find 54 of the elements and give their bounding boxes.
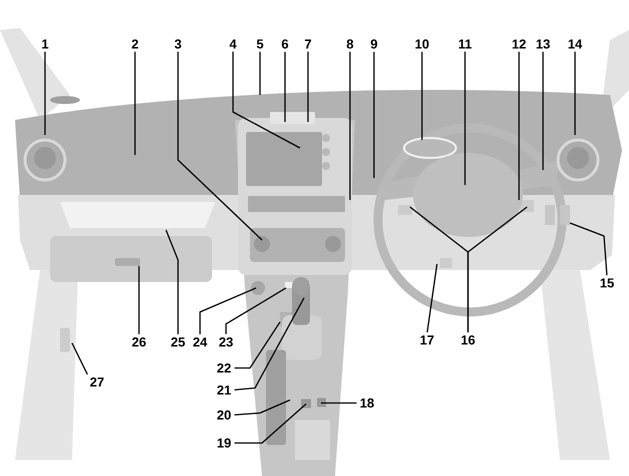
leader-line bbox=[464, 52, 466, 185]
leader-line bbox=[177, 52, 262, 240]
leader-line bbox=[44, 52, 46, 135]
leader-line bbox=[542, 52, 544, 170]
callout-number: 15 bbox=[600, 278, 614, 288]
callout-number: 9 bbox=[370, 39, 378, 49]
leader-line bbox=[234, 404, 306, 444]
leader-line bbox=[284, 52, 286, 122]
callout-number: 5 bbox=[256, 39, 264, 49]
callout-number: 3 bbox=[174, 39, 182, 49]
leader-line bbox=[232, 52, 300, 149]
callout-number: 11 bbox=[458, 40, 472, 48]
leader-line bbox=[421, 52, 423, 140]
leader-line bbox=[199, 287, 256, 334]
callout-number: 2 bbox=[132, 39, 138, 49]
leader-line bbox=[165, 230, 179, 334]
callout-number: 12 bbox=[512, 39, 526, 49]
leader-line bbox=[134, 52, 136, 155]
leader-line bbox=[574, 52, 576, 135]
callout-number: 13 bbox=[536, 39, 550, 49]
callout-number: 10 bbox=[416, 39, 429, 49]
leader-line bbox=[71, 342, 88, 375]
callout-number: 23 bbox=[219, 337, 233, 347]
callout-number: 25 bbox=[171, 337, 185, 347]
leader-line bbox=[321, 402, 357, 404]
callout-number: 26 bbox=[132, 337, 146, 347]
callout-number: 14 bbox=[568, 40, 582, 48]
callout-number: 21 bbox=[217, 385, 231, 395]
callout-number: 18 bbox=[360, 398, 374, 408]
callout-number: 17 bbox=[420, 336, 434, 344]
callout-number: 20 bbox=[217, 410, 231, 420]
callout-number: 6 bbox=[282, 39, 288, 49]
leader-line bbox=[518, 52, 520, 200]
leader-line bbox=[225, 287, 286, 334]
leader-line bbox=[307, 52, 309, 122]
leader-line bbox=[259, 52, 261, 95]
callout-number: 1 bbox=[42, 40, 48, 48]
callout-number: 4 bbox=[230, 40, 237, 48]
callout-number: 27 bbox=[90, 377, 104, 387]
callout-number: 7 bbox=[304, 40, 312, 48]
leader-line bbox=[138, 266, 140, 334]
callout-number: 8 bbox=[346, 39, 354, 49]
leader-line bbox=[234, 399, 290, 416]
callout-number: 16 bbox=[462, 335, 475, 345]
leader-line bbox=[349, 52, 351, 200]
callout-number: 22 bbox=[217, 363, 231, 373]
callout-number: 19 bbox=[218, 438, 231, 448]
leader-line bbox=[373, 52, 375, 178]
leader-line bbox=[234, 298, 305, 390]
leader-line bbox=[570, 222, 608, 276]
leader-line bbox=[426, 264, 438, 332]
callout-number: 24 bbox=[193, 337, 208, 347]
leader-line bbox=[467, 206, 528, 332]
leader-line bbox=[234, 322, 281, 369]
